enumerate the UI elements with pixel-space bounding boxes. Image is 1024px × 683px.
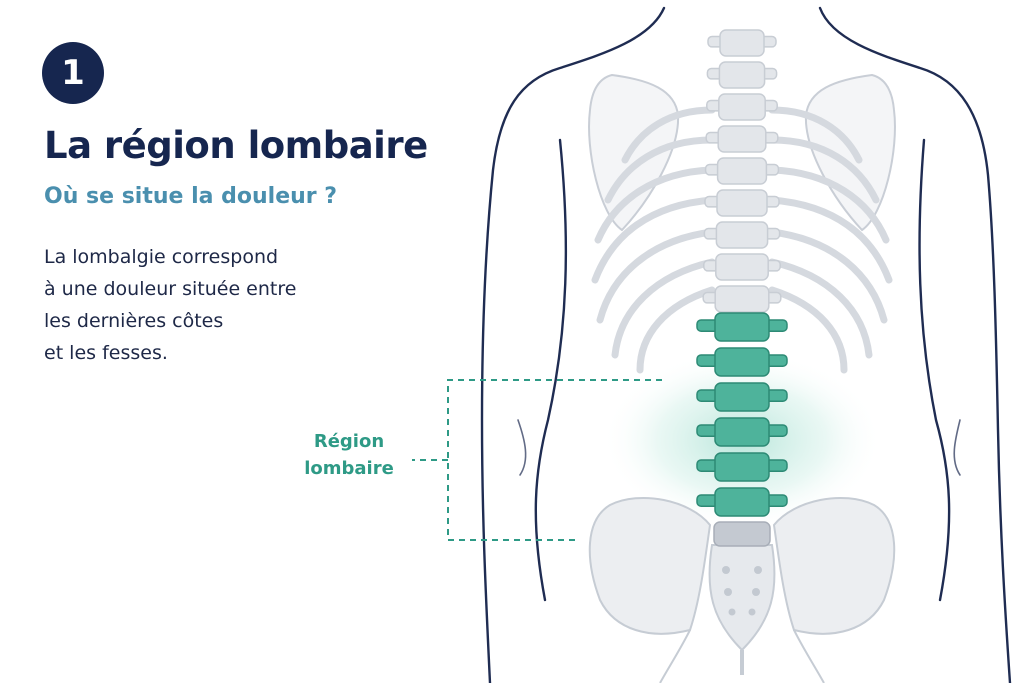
body-outline	[480, 6, 1012, 683]
lumbar-vertebra	[696, 452, 788, 482]
thoracic-vertebra	[703, 221, 781, 249]
lumbar-callout-bracket	[412, 379, 662, 541]
page-title: La région lombaire	[44, 124, 428, 167]
lumbar-vertebra	[696, 487, 788, 517]
thoracic-vertebra	[707, 29, 777, 57]
step-number-badge: 1	[42, 42, 104, 104]
thoracic-vertebra	[706, 93, 778, 121]
thoracic-vertebra	[703, 253, 781, 281]
lumbar-region-label-line2: lombaire	[304, 458, 394, 479]
thoracic-vertebra	[705, 125, 779, 153]
description-line: les dernières côtes	[44, 310, 224, 332]
lumbar-region-label-line1: Région	[313, 431, 385, 452]
lumbar-vertebrae	[696, 312, 788, 517]
thoracic-vertebra	[704, 189, 780, 217]
description: La lombalgie correspond à une douleur si…	[44, 241, 374, 369]
sacrum-top	[713, 521, 771, 547]
page-subtitle: Où se situe la douleur ?	[44, 184, 338, 209]
thoracic-vertebra	[702, 285, 782, 313]
lumbar-vertebra	[696, 312, 788, 342]
lumbar-vertebra	[696, 347, 788, 377]
thoracic-vertebra	[706, 61, 778, 89]
rib-cage	[591, 106, 893, 374]
step-number: 1	[61, 53, 85, 93]
description-line: et les fesses.	[44, 342, 168, 364]
description-line: à une douleur située entre	[44, 278, 297, 300]
description-line: La lombalgie correspond	[44, 246, 279, 268]
thoracic-vertebra	[704, 157, 780, 185]
lumbar-region-label: Région lombaire	[290, 428, 408, 482]
thoracic-vertebrae	[702, 29, 782, 313]
lumbar-vertebra	[696, 417, 788, 447]
sacrum-holes	[722, 566, 762, 616]
lumbar-vertebra	[696, 382, 788, 412]
